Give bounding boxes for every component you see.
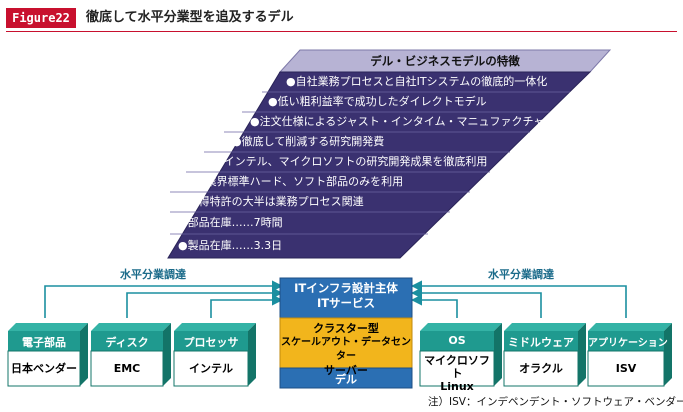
- features-title: デル・ビジネスモデルの特徴: [370, 54, 520, 68]
- left-procurement-arrows: [44, 280, 284, 318]
- feature-item-6: ●業界標準ハード、ソフト部品のみを利用: [196, 175, 404, 188]
- left-procurement-label: 水平分業調達: [120, 268, 186, 281]
- center-dell-bar: [279, 367, 413, 389]
- feature-row-dividers: [170, 91, 570, 235]
- dell-label: デル: [335, 373, 357, 386]
- feature-item-7: ●取得特許の大半は業務プロセス関連: [178, 195, 364, 208]
- feature-item-1: ●自社業務プロセスと自社ITシステムの徹底的一体化: [286, 75, 548, 88]
- right-procurement-label: 水平分業調達: [488, 268, 554, 281]
- center-it-line-1: ITインフラ設計主体: [294, 281, 398, 295]
- feature-item-8: ●部品在庫……7時間: [178, 216, 283, 229]
- figure-title: 徹底して水平分業型を追及するデル: [86, 10, 294, 25]
- feature-item-4: ●徹底して削減する研究開発費: [232, 135, 385, 148]
- center-body-line-1: クラスター型: [313, 322, 379, 335]
- supplier-body-microsoft: マイクロソフト: [424, 354, 490, 380]
- feature-item-2: ●低い粗利益率で成功したダイレクトモデル: [268, 95, 487, 108]
- supplier-body-isv: ISV: [615, 362, 637, 375]
- title-divider: [6, 31, 677, 32]
- supplier-head-electronic-parts: 電子部品: [22, 336, 66, 349]
- center-it-text: ITインフラ設計主体 ITサービス: [280, 281, 412, 311]
- center-body-line-3: サーバー: [324, 364, 368, 377]
- supplier-body-linux: Linux: [440, 380, 474, 393]
- feature-item-9: ●製品在庫……3.3日: [178, 239, 283, 252]
- supplier-body-oracle: オラクル: [519, 362, 563, 375]
- figure-number-badge: Figure22: [6, 8, 76, 28]
- supplier-head-disk: ディスク: [105, 336, 149, 349]
- supplier-body-intel: インテル: [189, 362, 233, 375]
- center-server-text: クラスター型 スケールアウト・データセンター サーバー: [280, 322, 412, 378]
- features-parallelogram: [167, 71, 592, 259]
- feature-item-3: ●注文仕様によるジャスト・インタイム・マニュファクチャリング: [250, 115, 578, 128]
- supplier-head-processor: プロセッサ: [183, 336, 239, 349]
- center-it-line-2: ITサービス: [316, 296, 376, 310]
- supplier-box-shapes: [7, 323, 672, 387]
- supplier-head-os: OS: [448, 334, 466, 347]
- footnote: 注）ISV：インデペンデント・ソフトウェア・ベンダー: [428, 396, 683, 408]
- supplier-body-emc: EMC: [113, 362, 141, 375]
- feature-item-5: ●インテル、マイクロソフトの研究開発成果を徹底利用: [214, 155, 488, 168]
- supplier-body-japan-vendors: 日本ベンダー: [11, 362, 77, 375]
- supplier-head-application: アプリケーション: [588, 338, 668, 349]
- center-it-block: [279, 277, 413, 319]
- supplier-body-os: マイクロソフト Linux: [420, 354, 494, 393]
- supplier-head-middleware: ミドルウェア: [508, 336, 574, 349]
- center-body-line-2: スケールアウト・データセンター: [281, 337, 411, 362]
- center-server-block: [279, 317, 413, 369]
- right-procurement-arrows: [410, 280, 627, 318]
